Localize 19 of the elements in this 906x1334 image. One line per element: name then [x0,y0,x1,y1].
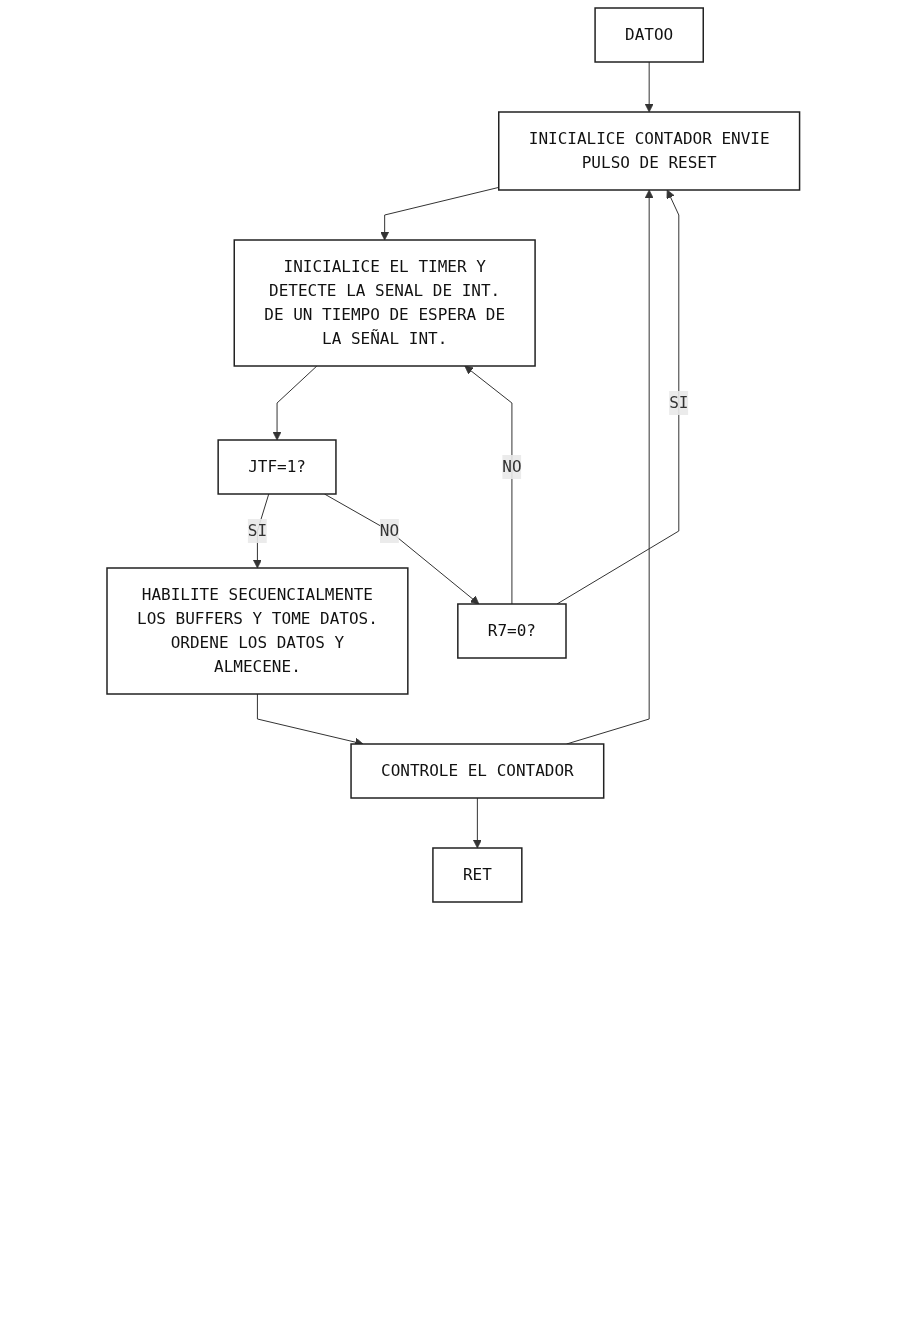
node-box: RET [431,847,523,903]
edge-label: NO [379,521,399,540]
arrow [472,797,482,849]
edge-label: NO [501,457,522,476]
node-box: DATOO [594,7,704,63]
arrow [272,365,318,441]
arrow [464,365,513,605]
node-box: R7=0? [456,603,567,659]
node-box: JTF=1? [217,439,337,495]
node-box: CONTROLE EL CONTADOR [350,743,605,799]
edge-label: SI [668,393,689,412]
arrow [556,189,679,605]
node-box: INICIALICE CONTADOR ENVIE PULSO DE RESET [497,111,801,191]
arrow [644,61,654,113]
edge-label: SI [247,521,267,540]
node-box: HABILITE SECUENCIALMENTE LOS BUFFERS Y TOME DATOS. ORDENE LOS DATOS Y ALMECENE. [105,567,409,695]
node-box: INICIALICE EL TIMER Y DETECTE LA SENAL DE INT. DE UN TIEMPO DE ESPERA DE LA SEÑAL INT. [233,239,536,367]
arrow [252,493,269,569]
arrow [379,186,499,241]
